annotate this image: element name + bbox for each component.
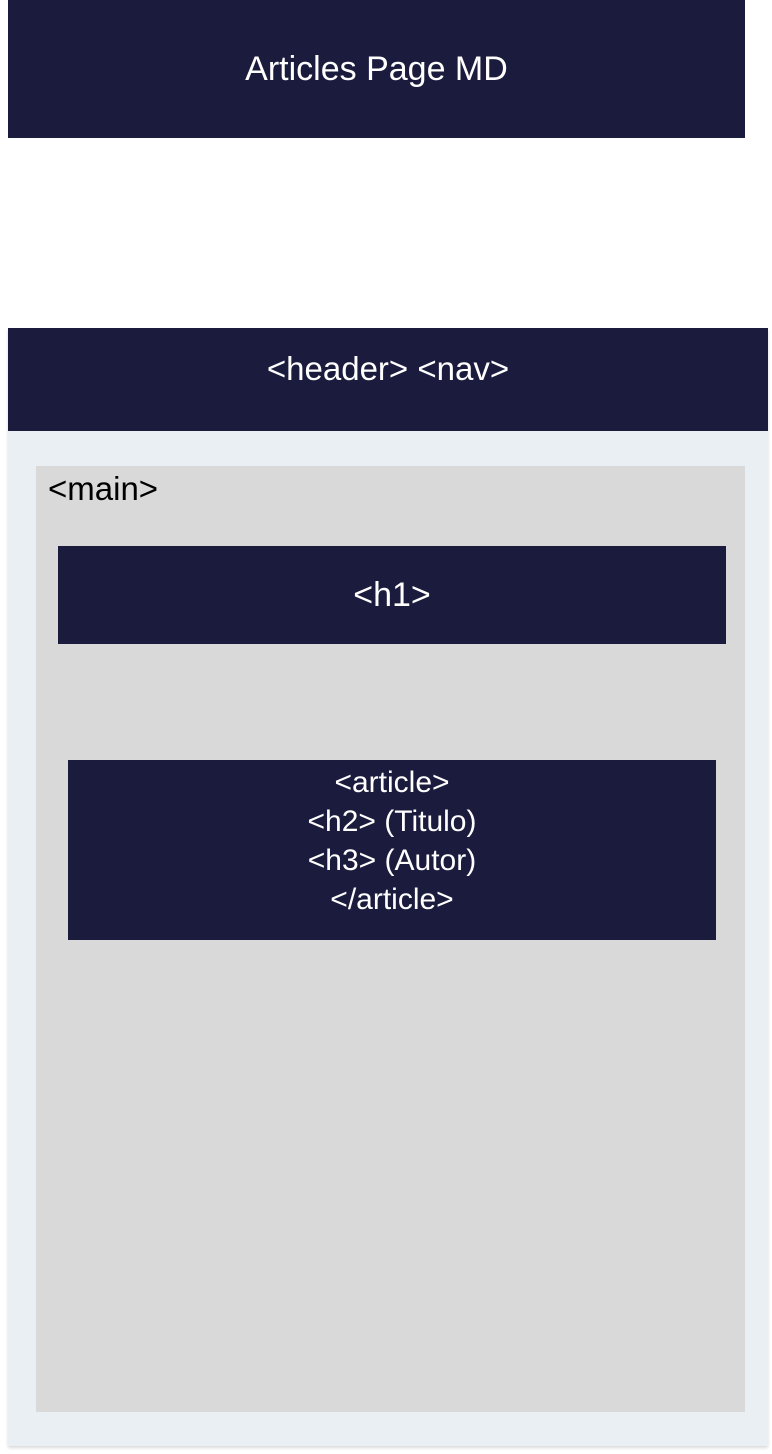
wireframe-frame: <header> <nav> <main> <h1> <article> <h2… — [8, 328, 768, 1446]
header-nav-block: <header> <nav> — [8, 328, 768, 431]
h1-label: <h1> — [353, 575, 431, 614]
main-block: <main> <h1> <article> <h2> (Titulo) <h3>… — [36, 466, 745, 1412]
article-h2-line: <h2> (Titulo) — [307, 805, 477, 838]
article-block: <article> <h2> (Titulo) <h3> (Autor) </a… — [68, 760, 716, 940]
article-close-tag: </article> — [330, 883, 454, 916]
article-open-tag: <article> — [334, 766, 450, 799]
h1-block: <h1> — [58, 546, 726, 644]
page-title: Articles Page MD — [245, 49, 508, 88]
page-title-banner: Articles Page MD — [8, 0, 745, 138]
header-nav-label: <header> <nav> — [266, 349, 510, 387]
article-h3-line: <h3> (Autor) — [307, 844, 477, 877]
main-label: <main> — [48, 470, 159, 507]
